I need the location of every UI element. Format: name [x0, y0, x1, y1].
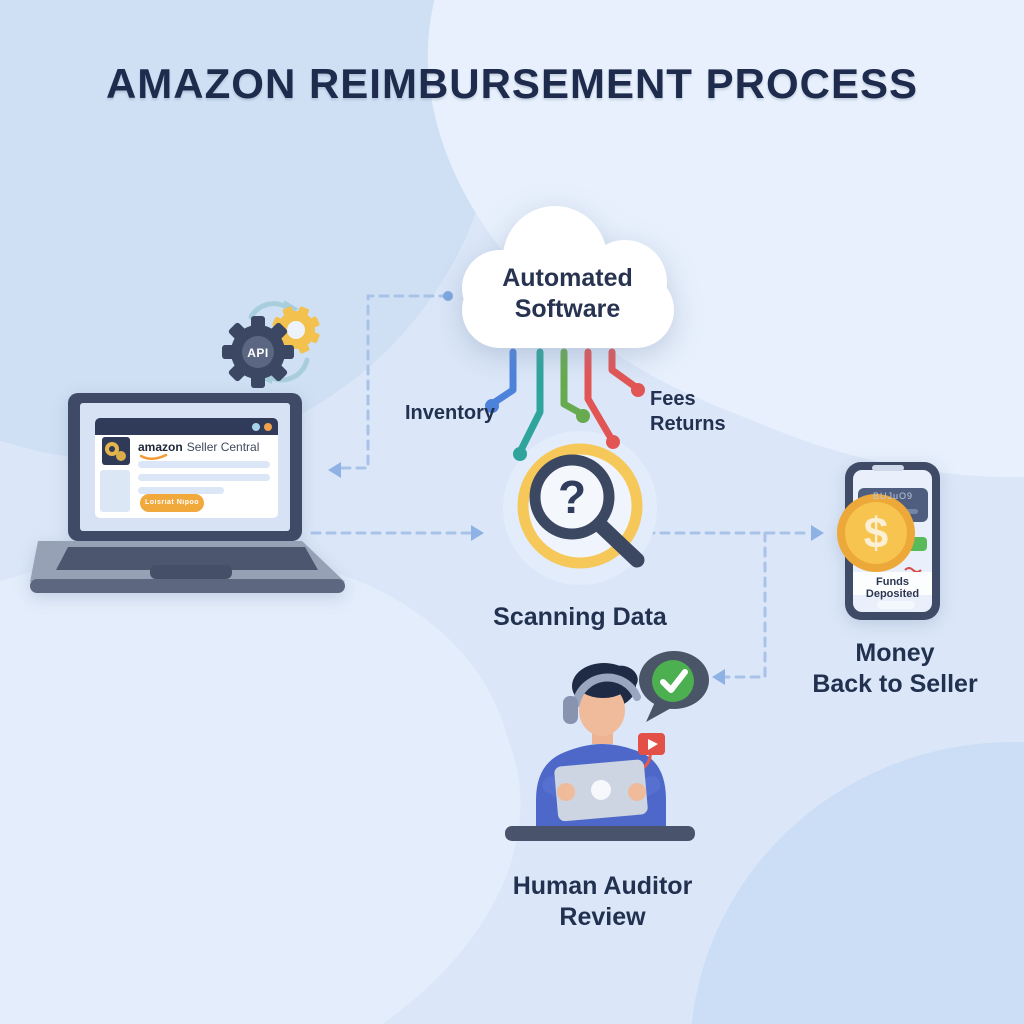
amazon-smile-icon	[139, 453, 168, 460]
scanner-icon: ?	[503, 431, 657, 585]
sync-arrow-bottom-icon	[265, 357, 310, 383]
funds-deposited-label: Funds Deposited	[865, 576, 920, 600]
auditor-label: Human Auditor Review	[512, 872, 693, 932]
data-streams	[485, 348, 645, 461]
sidebar-block	[100, 470, 130, 512]
stream-label-fees: Fees	[650, 388, 696, 410]
speech-bubble	[639, 651, 709, 722]
stream-teal	[516, 348, 544, 456]
phone-illustration: $	[837, 462, 940, 620]
check-icon	[652, 660, 694, 702]
content-bar-1	[138, 461, 270, 468]
magnifier-handle	[592, 517, 645, 568]
api-gears-icon: API	[222, 300, 320, 388]
auditor-head	[579, 684, 625, 736]
sync-arrow-top-icon	[248, 301, 291, 320]
arrowhead-to-auditor	[712, 669, 725, 685]
browser-dot-blue	[252, 423, 260, 431]
page-title: AMAZON REIMBURSEMENT PROCESS	[105, 60, 919, 107]
cta-button-label: Loisriat Nipoo	[144, 499, 200, 506]
browser-dot-orange	[264, 423, 272, 431]
laptop-front-edge	[30, 579, 345, 593]
stream-inventory	[488, 348, 517, 408]
connector-start-dot	[443, 291, 453, 301]
money-back-label: Money Back to Seller	[812, 639, 978, 699]
connector-cloud-to-laptop	[340, 294, 450, 470]
stream-red-short	[608, 348, 641, 392]
desk	[505, 826, 695, 841]
scanner-label: Scanning Data	[493, 603, 667, 631]
arrowhead-to-phone	[811, 525, 824, 541]
content-bar-3	[138, 487, 224, 494]
stream-label-inventory: Inventory	[405, 402, 496, 424]
phone-red-squiggle	[904, 567, 922, 573]
phone-home-pill	[877, 601, 915, 609]
cloud-label: Automated Software	[502, 264, 633, 324]
api-label: API	[247, 346, 269, 360]
cta-button	[140, 494, 204, 512]
phone-status-bar	[853, 572, 932, 595]
headphones-icon	[572, 673, 641, 708]
connector-branch-to-auditor	[724, 531, 767, 679]
phone-banner-text: BUJuO9	[872, 491, 913, 501]
phone-notch	[872, 465, 904, 471]
magnifier-lens	[529, 454, 615, 540]
logo-gear-small	[116, 451, 126, 461]
human-auditor-illustration	[505, 651, 709, 841]
stream-green	[560, 348, 586, 418]
coin-icon: $	[837, 494, 915, 572]
api-gear-icon: API	[222, 316, 294, 388]
arrowhead-to-laptop	[328, 462, 341, 478]
tablet-icon	[554, 759, 648, 822]
laptop-trackpad	[150, 565, 232, 579]
cloud-icon	[462, 206, 674, 348]
stream-label-returns: Returns	[650, 413, 726, 435]
amazon-brand-text: amazon	[138, 440, 183, 454]
hand-left	[557, 783, 575, 801]
dollar-icon: $	[864, 509, 888, 558]
question-mark: ?	[558, 471, 586, 523]
arrowhead-to-scanner	[471, 525, 484, 541]
stream-red-long	[584, 348, 616, 444]
seller-central-text: Seller Central	[186, 440, 260, 454]
laptop-icon	[30, 393, 345, 593]
laptop-keyboard	[56, 547, 318, 570]
content-bar-2	[138, 474, 270, 481]
hand-right	[628, 783, 646, 801]
